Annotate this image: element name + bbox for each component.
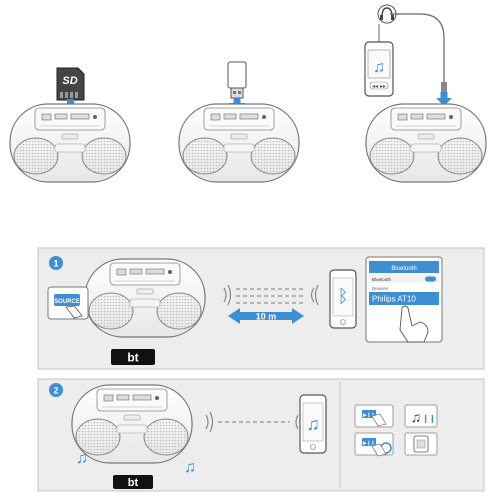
sd-card-icon: SD xyxy=(56,67,85,101)
step1-number: 1 xyxy=(53,259,58,269)
bt-toggle-switch xyxy=(425,276,436,282)
step2-signal xyxy=(205,411,299,433)
step1-badge xyxy=(49,256,63,270)
bluetooth-icon: ᛒ xyxy=(338,286,349,306)
boombox-usb xyxy=(178,103,300,183)
play-pause-icon: ◂◂ ▸▸ xyxy=(372,84,386,90)
audio-cable xyxy=(390,13,445,96)
distance-label: 10 m xyxy=(256,312,277,322)
music-note-icon: ♫ xyxy=(306,414,320,434)
step1-phone: ᛒ xyxy=(329,269,357,329)
play-pause-icon: ▶❙❙ xyxy=(363,413,375,419)
playback-controls-hint: ▶❙❙ ♫ ❙❙ ▶❙❙ xyxy=(354,404,438,457)
boombox-usb-scene xyxy=(178,61,300,183)
bt-devices-label: Devices xyxy=(372,286,389,291)
play-pause-icon: ▶❙❙ xyxy=(363,441,375,447)
sd-card-label: SD xyxy=(62,75,77,87)
step1-boombox xyxy=(84,258,206,338)
step2-badge xyxy=(49,383,63,397)
insert-arrow-icon xyxy=(436,92,452,106)
bt-device-name: Philips AT10 xyxy=(372,295,416,304)
boombox-audio-in-scene: ♫ ◂◂ ▸▸ xyxy=(364,4,487,183)
pause-icon: ❙❙ xyxy=(422,414,435,423)
music-note-icon: ♫ xyxy=(373,59,385,76)
boombox-aux xyxy=(365,103,487,183)
source-button-label: SOURCE xyxy=(54,299,80,305)
jack-plug-icon xyxy=(441,82,447,92)
step2-boombox xyxy=(71,384,193,464)
music-note-icon: ♫ xyxy=(184,459,196,476)
bt-screen-header: Bluetooth xyxy=(391,266,416,272)
step2-display xyxy=(113,475,153,489)
boombox-sd-scene: SD xyxy=(9,67,131,183)
headphone-icon xyxy=(377,4,397,24)
step1-signal xyxy=(223,284,319,306)
hand-pointer-icon xyxy=(399,305,429,343)
hand-pointer-icon xyxy=(65,305,83,319)
step1-display xyxy=(111,349,155,365)
hand-pointer-icon xyxy=(371,413,387,427)
step1-display-text: bt xyxy=(127,351,138,365)
music-note-icon: ♫ xyxy=(76,450,88,467)
bt-toggle-label: Bluetooth xyxy=(372,277,392,282)
step2-number: 2 xyxy=(53,386,58,396)
boombox-sd xyxy=(9,103,131,183)
source-button-callout: SOURCE xyxy=(47,286,89,320)
bluetooth-settings-callout: Bluetooth Bluetooth Devices Philips AT10 xyxy=(365,256,443,343)
music-note-icon: ♫ xyxy=(411,409,422,425)
usb-stick-icon xyxy=(227,61,247,99)
hand-pointer-icon xyxy=(371,443,387,457)
step2-display-text: bt xyxy=(128,477,139,489)
distance-arrow: 10 m xyxy=(228,308,304,324)
step2-phone: ♫ xyxy=(299,394,327,454)
phone-player-icon: ♫ ◂◂ ▸▸ xyxy=(364,41,394,97)
